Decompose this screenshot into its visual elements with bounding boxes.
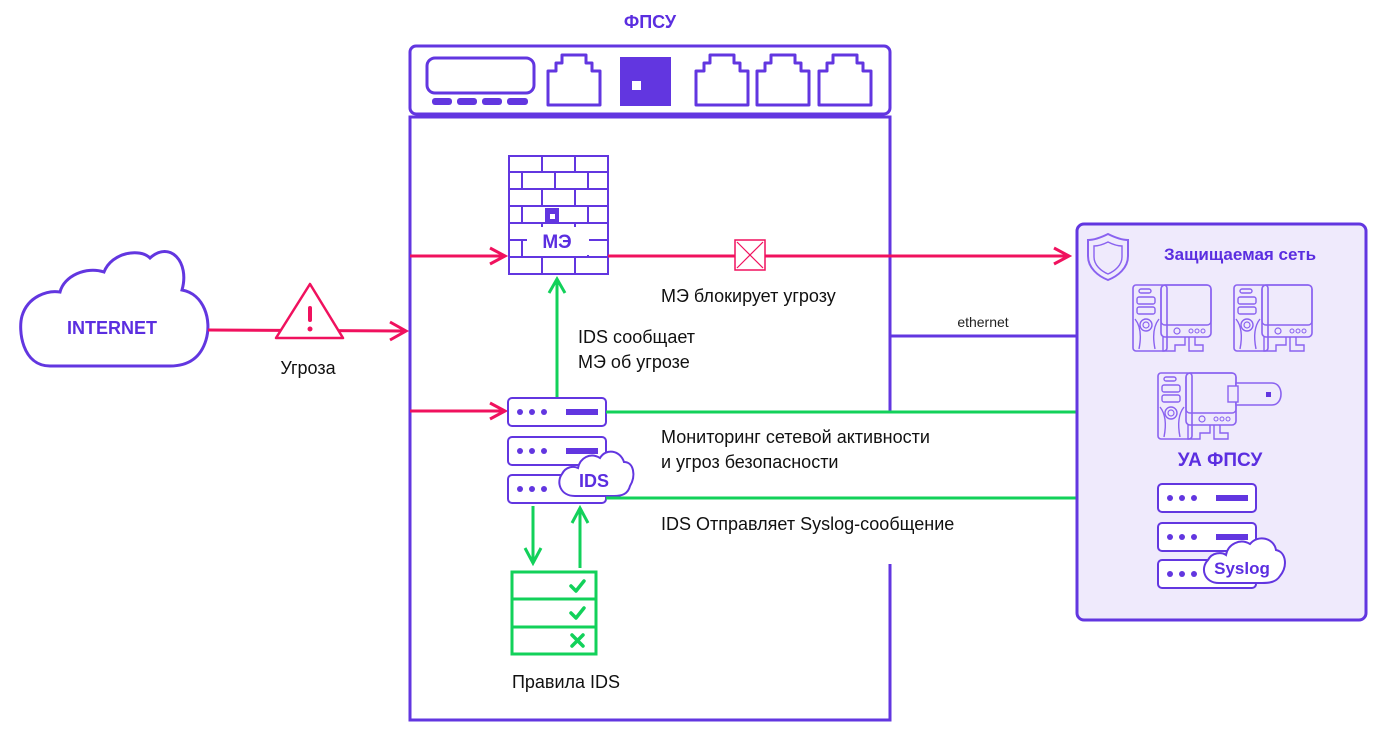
arrowhead-icon bbox=[489, 246, 509, 266]
ids-rules-table bbox=[510, 570, 598, 656]
ua-fpsu-label: УА ФПСУ bbox=[1178, 450, 1263, 471]
arrowhead-icon bbox=[547, 275, 567, 294]
warning-triangle-icon bbox=[274, 282, 345, 340]
ethernet-label: ethernet bbox=[957, 314, 1008, 330]
syslog-label: Syslog bbox=[1214, 559, 1270, 578]
threat-label: Угроза bbox=[280, 358, 336, 378]
internet-label: INTERNET bbox=[67, 318, 157, 338]
cloud-icon bbox=[558, 450, 635, 497]
firewall-label: МЭ bbox=[542, 232, 571, 253]
fpsu-device-panel bbox=[408, 44, 892, 116]
arrowhead-icon bbox=[523, 547, 543, 567]
check-icon bbox=[569, 606, 586, 620]
protected-network: Защищаемая сеть УА ФПСУ Syslog bbox=[1075, 222, 1368, 622]
fpsu-body-box bbox=[408, 115, 892, 722]
cross-icon bbox=[570, 633, 585, 648]
cloud-icon bbox=[1203, 537, 1286, 584]
arrowhead-icon bbox=[389, 320, 410, 342]
shield-icon bbox=[1087, 232, 1129, 282]
cloud-icon bbox=[19, 250, 210, 368]
monitoring-label-line2: и угроз безопасности bbox=[661, 452, 839, 472]
monitoring-label-line1: Мониторинг сетевой активности bbox=[661, 427, 930, 447]
server-unit-icon bbox=[507, 397, 607, 427]
protected-network-title: Защищаемая сеть bbox=[1164, 245, 1316, 264]
syslog-send-label: IDS Отправляет Syslog-сообщение bbox=[661, 514, 954, 534]
server-unit-icon bbox=[1157, 483, 1257, 513]
check-icon bbox=[569, 579, 586, 593]
syslog-server-stack: Syslog bbox=[1157, 483, 1286, 589]
diagram-title: ФПСУ bbox=[624, 12, 677, 32]
firewall: МЭ bbox=[508, 155, 609, 275]
ids-rules-label: Правила IDS bbox=[512, 672, 620, 692]
ua-fpsu-workstation bbox=[1157, 372, 1282, 440]
display-panel-icon bbox=[425, 56, 536, 105]
power-indicator-icon bbox=[620, 57, 671, 106]
ids-notify-label-line2: МЭ об угрозе bbox=[578, 352, 690, 372]
blocked-label: МЭ блокирует угрозу bbox=[661, 286, 836, 306]
arrowhead-icon bbox=[1053, 246, 1073, 266]
blocked-x-icon bbox=[734, 239, 766, 271]
ids-server-stack: IDS bbox=[507, 397, 635, 504]
arrowhead-icon bbox=[570, 504, 590, 524]
arrowhead-icon bbox=[489, 401, 509, 421]
ids-label: IDS bbox=[579, 471, 609, 491]
internet-cloud: INTERNET bbox=[19, 250, 210, 368]
usb-key-icon bbox=[1227, 382, 1282, 406]
ids-notify-label-line1: IDS сообщает bbox=[578, 327, 695, 347]
